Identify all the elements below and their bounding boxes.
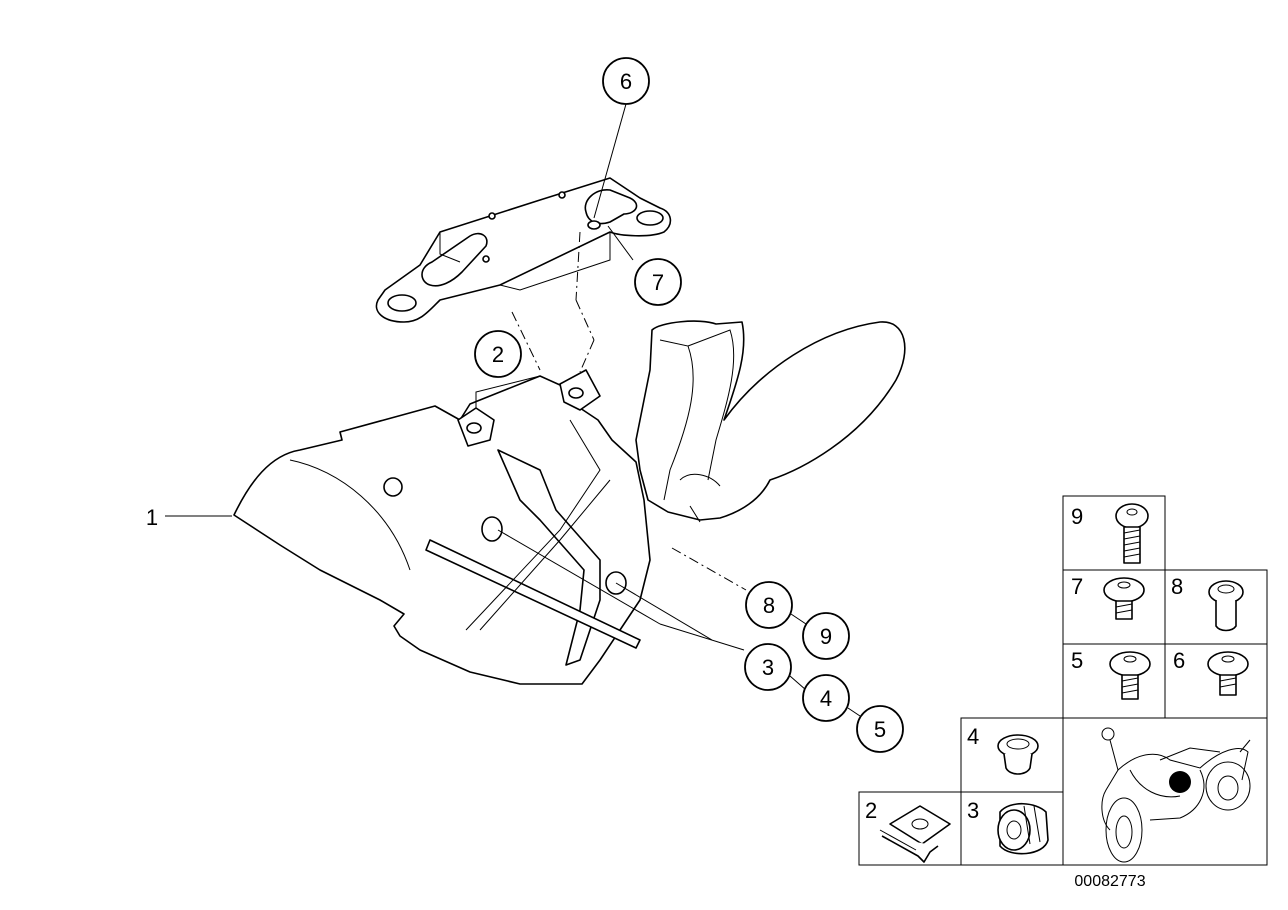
cell-6 bbox=[1164, 643, 1268, 719]
motorcycle-icon bbox=[1101, 727, 1251, 863]
cell-2-label: 2 bbox=[865, 798, 877, 823]
callout-4-label: 4 bbox=[820, 686, 832, 711]
callout-3-label: 3 bbox=[762, 655, 774, 680]
callout-3: 3 bbox=[744, 643, 792, 691]
reference-code: 00082773 bbox=[1074, 873, 1145, 890]
callout-4: 4 bbox=[802, 674, 850, 722]
callout-7: 7 bbox=[634, 258, 682, 306]
callout-9: 9 bbox=[802, 612, 850, 660]
callout-6: 6 bbox=[602, 57, 650, 105]
cell-8-label: 8 bbox=[1171, 574, 1183, 599]
grommet-icon bbox=[997, 734, 1039, 775]
main-panel bbox=[233, 369, 651, 685]
screw-medium-icon bbox=[1109, 651, 1151, 700]
screw-long-icon bbox=[1115, 503, 1149, 564]
callout-2: 2 bbox=[474, 330, 522, 378]
spacer-sleeve-icon bbox=[1208, 580, 1244, 632]
parts-table: 9 7 8 5 bbox=[858, 495, 1268, 866]
callout-5-label: 5 bbox=[874, 717, 886, 742]
grip-handle bbox=[635, 320, 906, 523]
cell-7-label: 7 bbox=[1071, 574, 1083, 599]
callout-9-label: 9 bbox=[820, 624, 832, 649]
screw-small-icon bbox=[1207, 651, 1249, 696]
cell-9 bbox=[1062, 495, 1166, 571]
cell-5-label: 5 bbox=[1071, 648, 1083, 673]
callout-1: 1 bbox=[146, 505, 158, 530]
location-marker-icon bbox=[1169, 771, 1191, 793]
leader-lines bbox=[165, 103, 861, 717]
cell-3-label: 3 bbox=[967, 798, 979, 823]
callout-6-label: 6 bbox=[620, 69, 632, 94]
callout-8-label: 8 bbox=[763, 593, 775, 618]
cell-4-label: 4 bbox=[967, 724, 979, 749]
callout-1-label: 1 bbox=[146, 505, 158, 530]
cell-6-label: 6 bbox=[1173, 648, 1185, 673]
upper-bracket bbox=[375, 177, 672, 323]
vehicle-locator-cell bbox=[1062, 717, 1268, 866]
rubber-mount-icon bbox=[997, 802, 1049, 855]
cell-9-label: 9 bbox=[1071, 504, 1083, 529]
callout-5: 5 bbox=[856, 705, 904, 753]
callout-2-label: 2 bbox=[492, 342, 504, 367]
callout-7-label: 7 bbox=[652, 270, 664, 295]
screw-short-icon bbox=[1103, 577, 1145, 620]
callout-8: 8 bbox=[745, 581, 793, 629]
clip-nut-icon bbox=[879, 805, 951, 863]
